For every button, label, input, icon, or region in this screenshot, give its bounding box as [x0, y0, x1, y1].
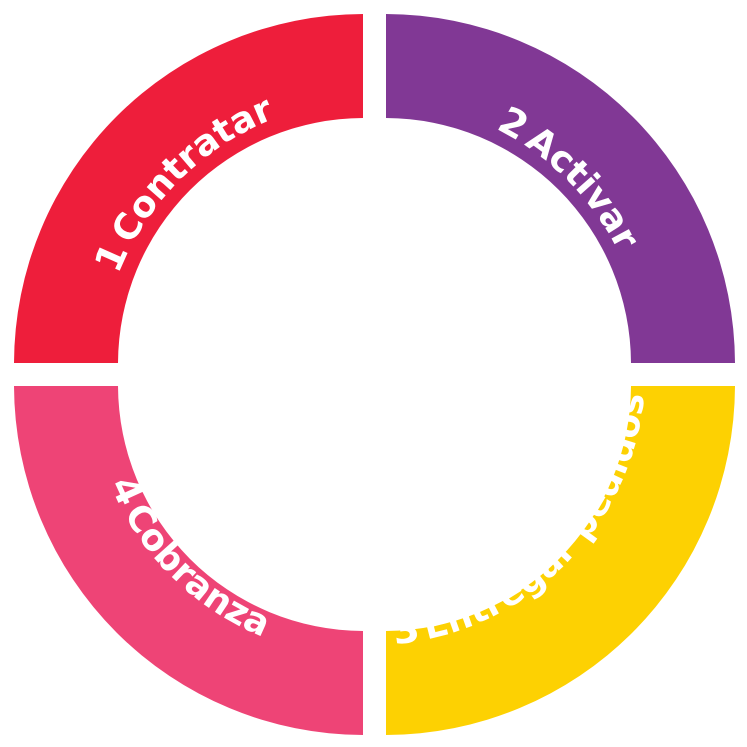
step-1-ring: [14, 14, 363, 363]
step-2-segment: 2Activar: [386, 14, 735, 363]
step-3-number: 3: [390, 606, 422, 653]
step-2-ring: [386, 14, 735, 363]
step-1-segment: 1Contratar: [14, 14, 363, 363]
step-4-ring: [14, 386, 363, 735]
step-3-segment: 3Entregar pedidos: [386, 386, 735, 735]
step-3-ring: [386, 386, 735, 735]
